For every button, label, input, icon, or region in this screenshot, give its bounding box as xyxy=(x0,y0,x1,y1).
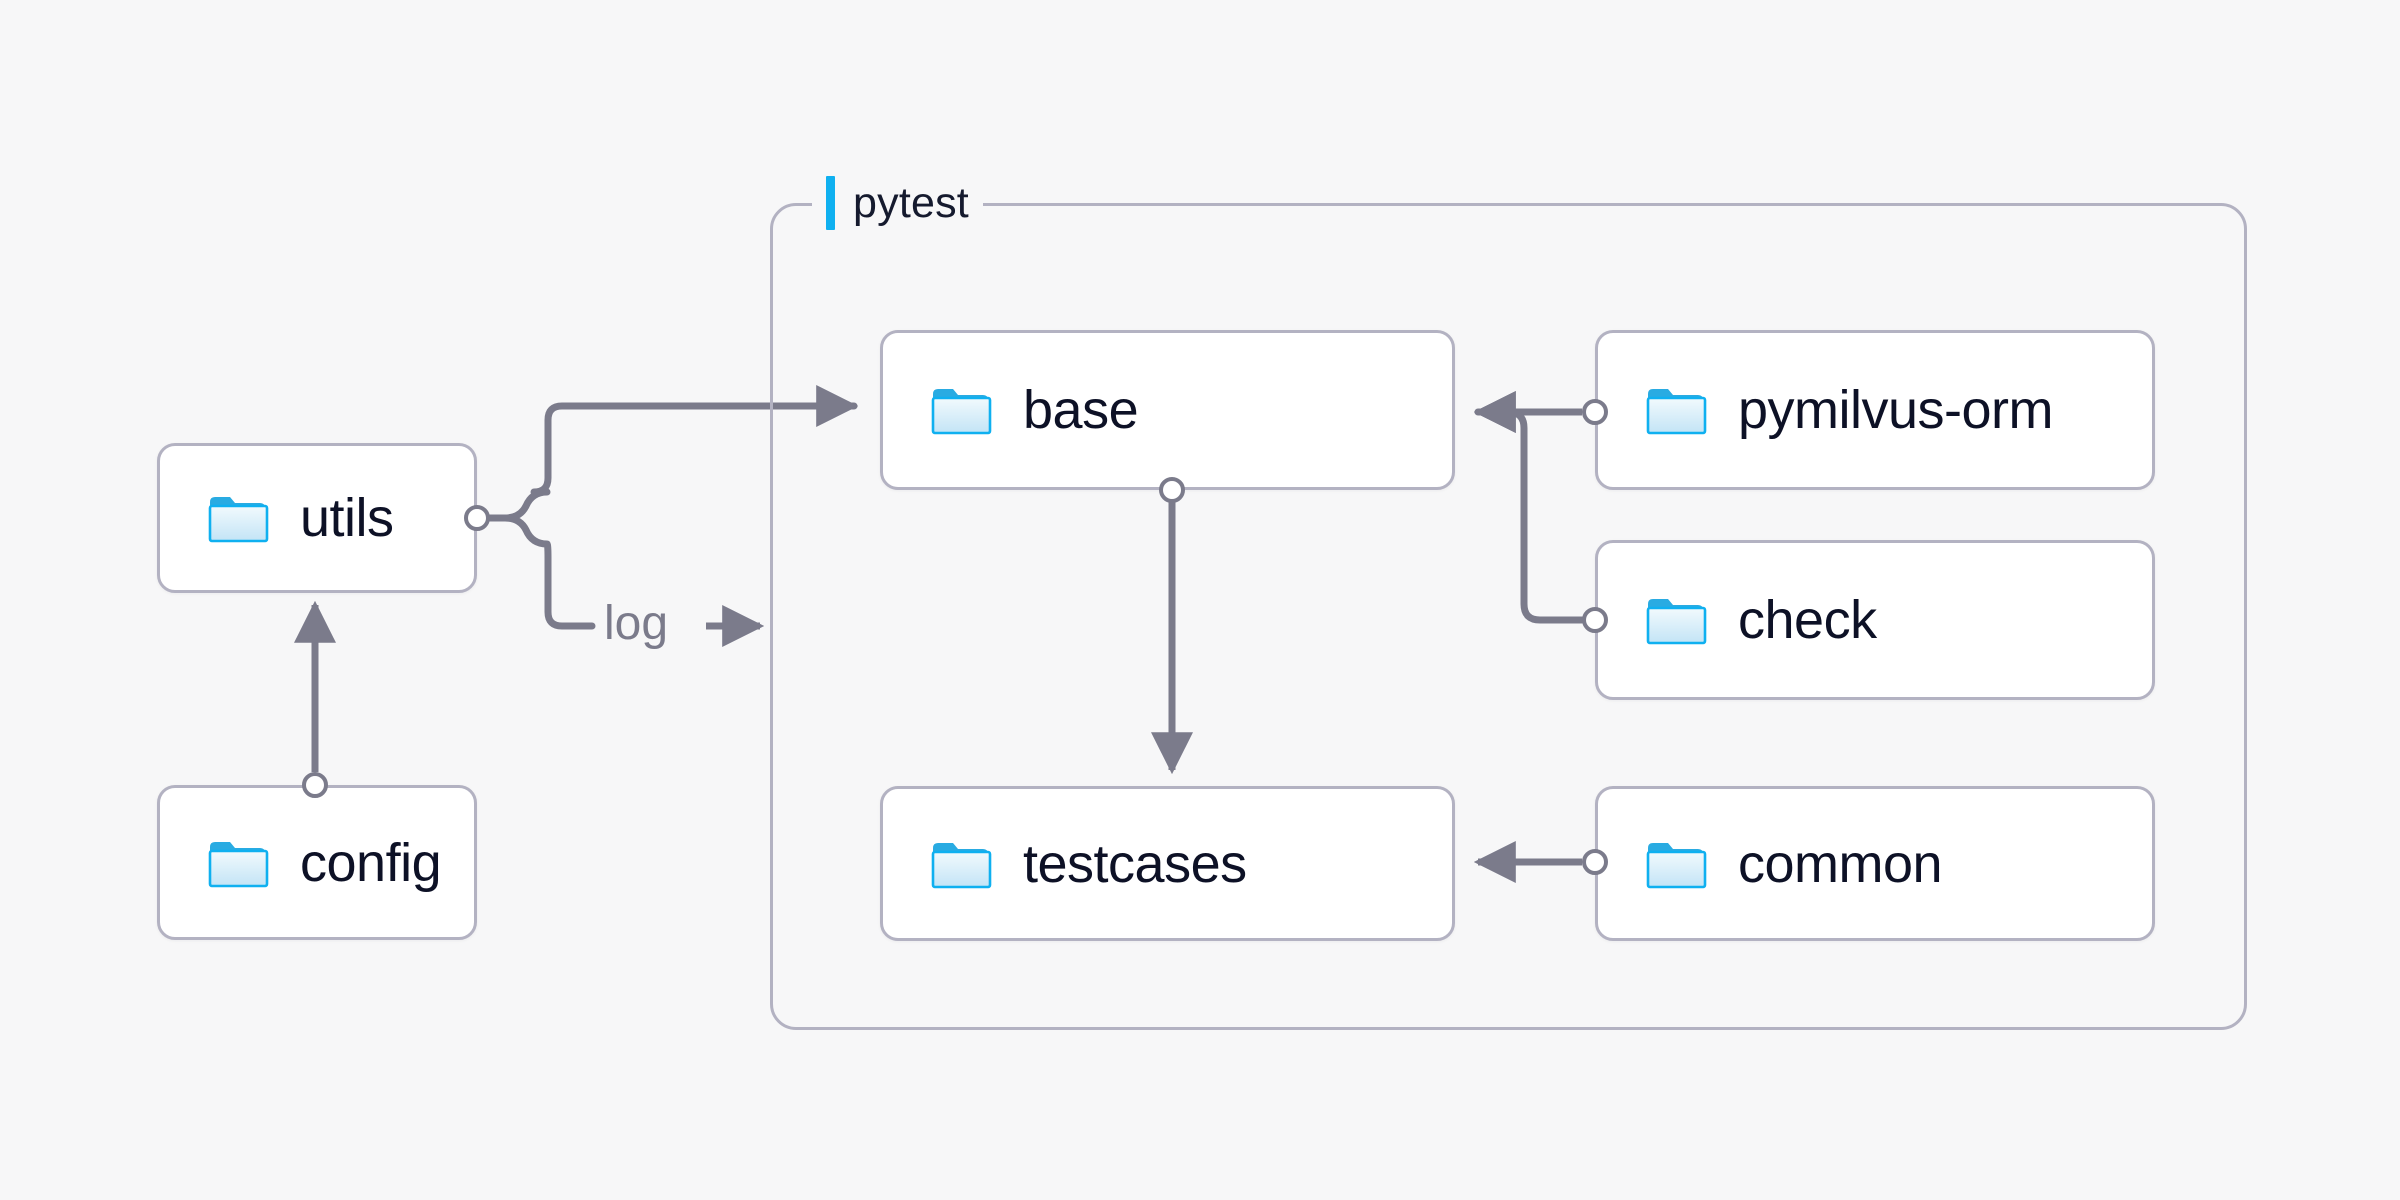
folder-icon xyxy=(208,841,269,887)
folder-icon xyxy=(208,497,269,543)
node-base[interactable]: base xyxy=(880,330,1455,490)
folder-icon xyxy=(1646,599,1707,645)
node-testcases[interactable]: testcases xyxy=(880,786,1455,941)
group-label-pytest: pytest xyxy=(812,174,983,232)
port-check-left[interactable] xyxy=(1582,607,1608,633)
node-label-pymilvus-orm: pymilvus-orm xyxy=(1738,380,2054,440)
folder-icon xyxy=(1646,389,1707,435)
edge-utils-to-log xyxy=(473,514,596,630)
node-label-utils: utils xyxy=(300,488,394,548)
node-label-base: base xyxy=(1023,380,1139,440)
folder-icon xyxy=(931,842,992,888)
edge-label-log: log xyxy=(604,597,669,650)
port-pymilvus-orm-left[interactable] xyxy=(1582,399,1608,425)
folder-icon xyxy=(931,389,992,435)
group-accent-bar xyxy=(826,176,835,230)
folder-icon xyxy=(1646,842,1707,888)
node-label-testcases: testcases xyxy=(1023,833,1247,894)
node-label-common: common xyxy=(1738,833,1943,894)
node-check[interactable]: check xyxy=(1595,540,2155,700)
port-utils-right[interactable] xyxy=(464,505,490,531)
port-common-left[interactable] xyxy=(1582,849,1608,875)
node-label-config: config xyxy=(300,832,442,893)
node-label-check: check xyxy=(1738,590,1877,650)
port-config-top[interactable] xyxy=(302,772,328,798)
group-container-pytest[interactable] xyxy=(770,203,2247,1030)
node-common[interactable]: common xyxy=(1595,786,2155,941)
node-pymilvus-orm[interactable]: pymilvus-orm xyxy=(1595,330,2155,490)
port-base-bottom[interactable] xyxy=(1159,477,1185,503)
node-config[interactable]: config xyxy=(157,785,477,940)
node-utils[interactable]: utils xyxy=(157,443,477,593)
group-title: pytest xyxy=(853,178,969,227)
